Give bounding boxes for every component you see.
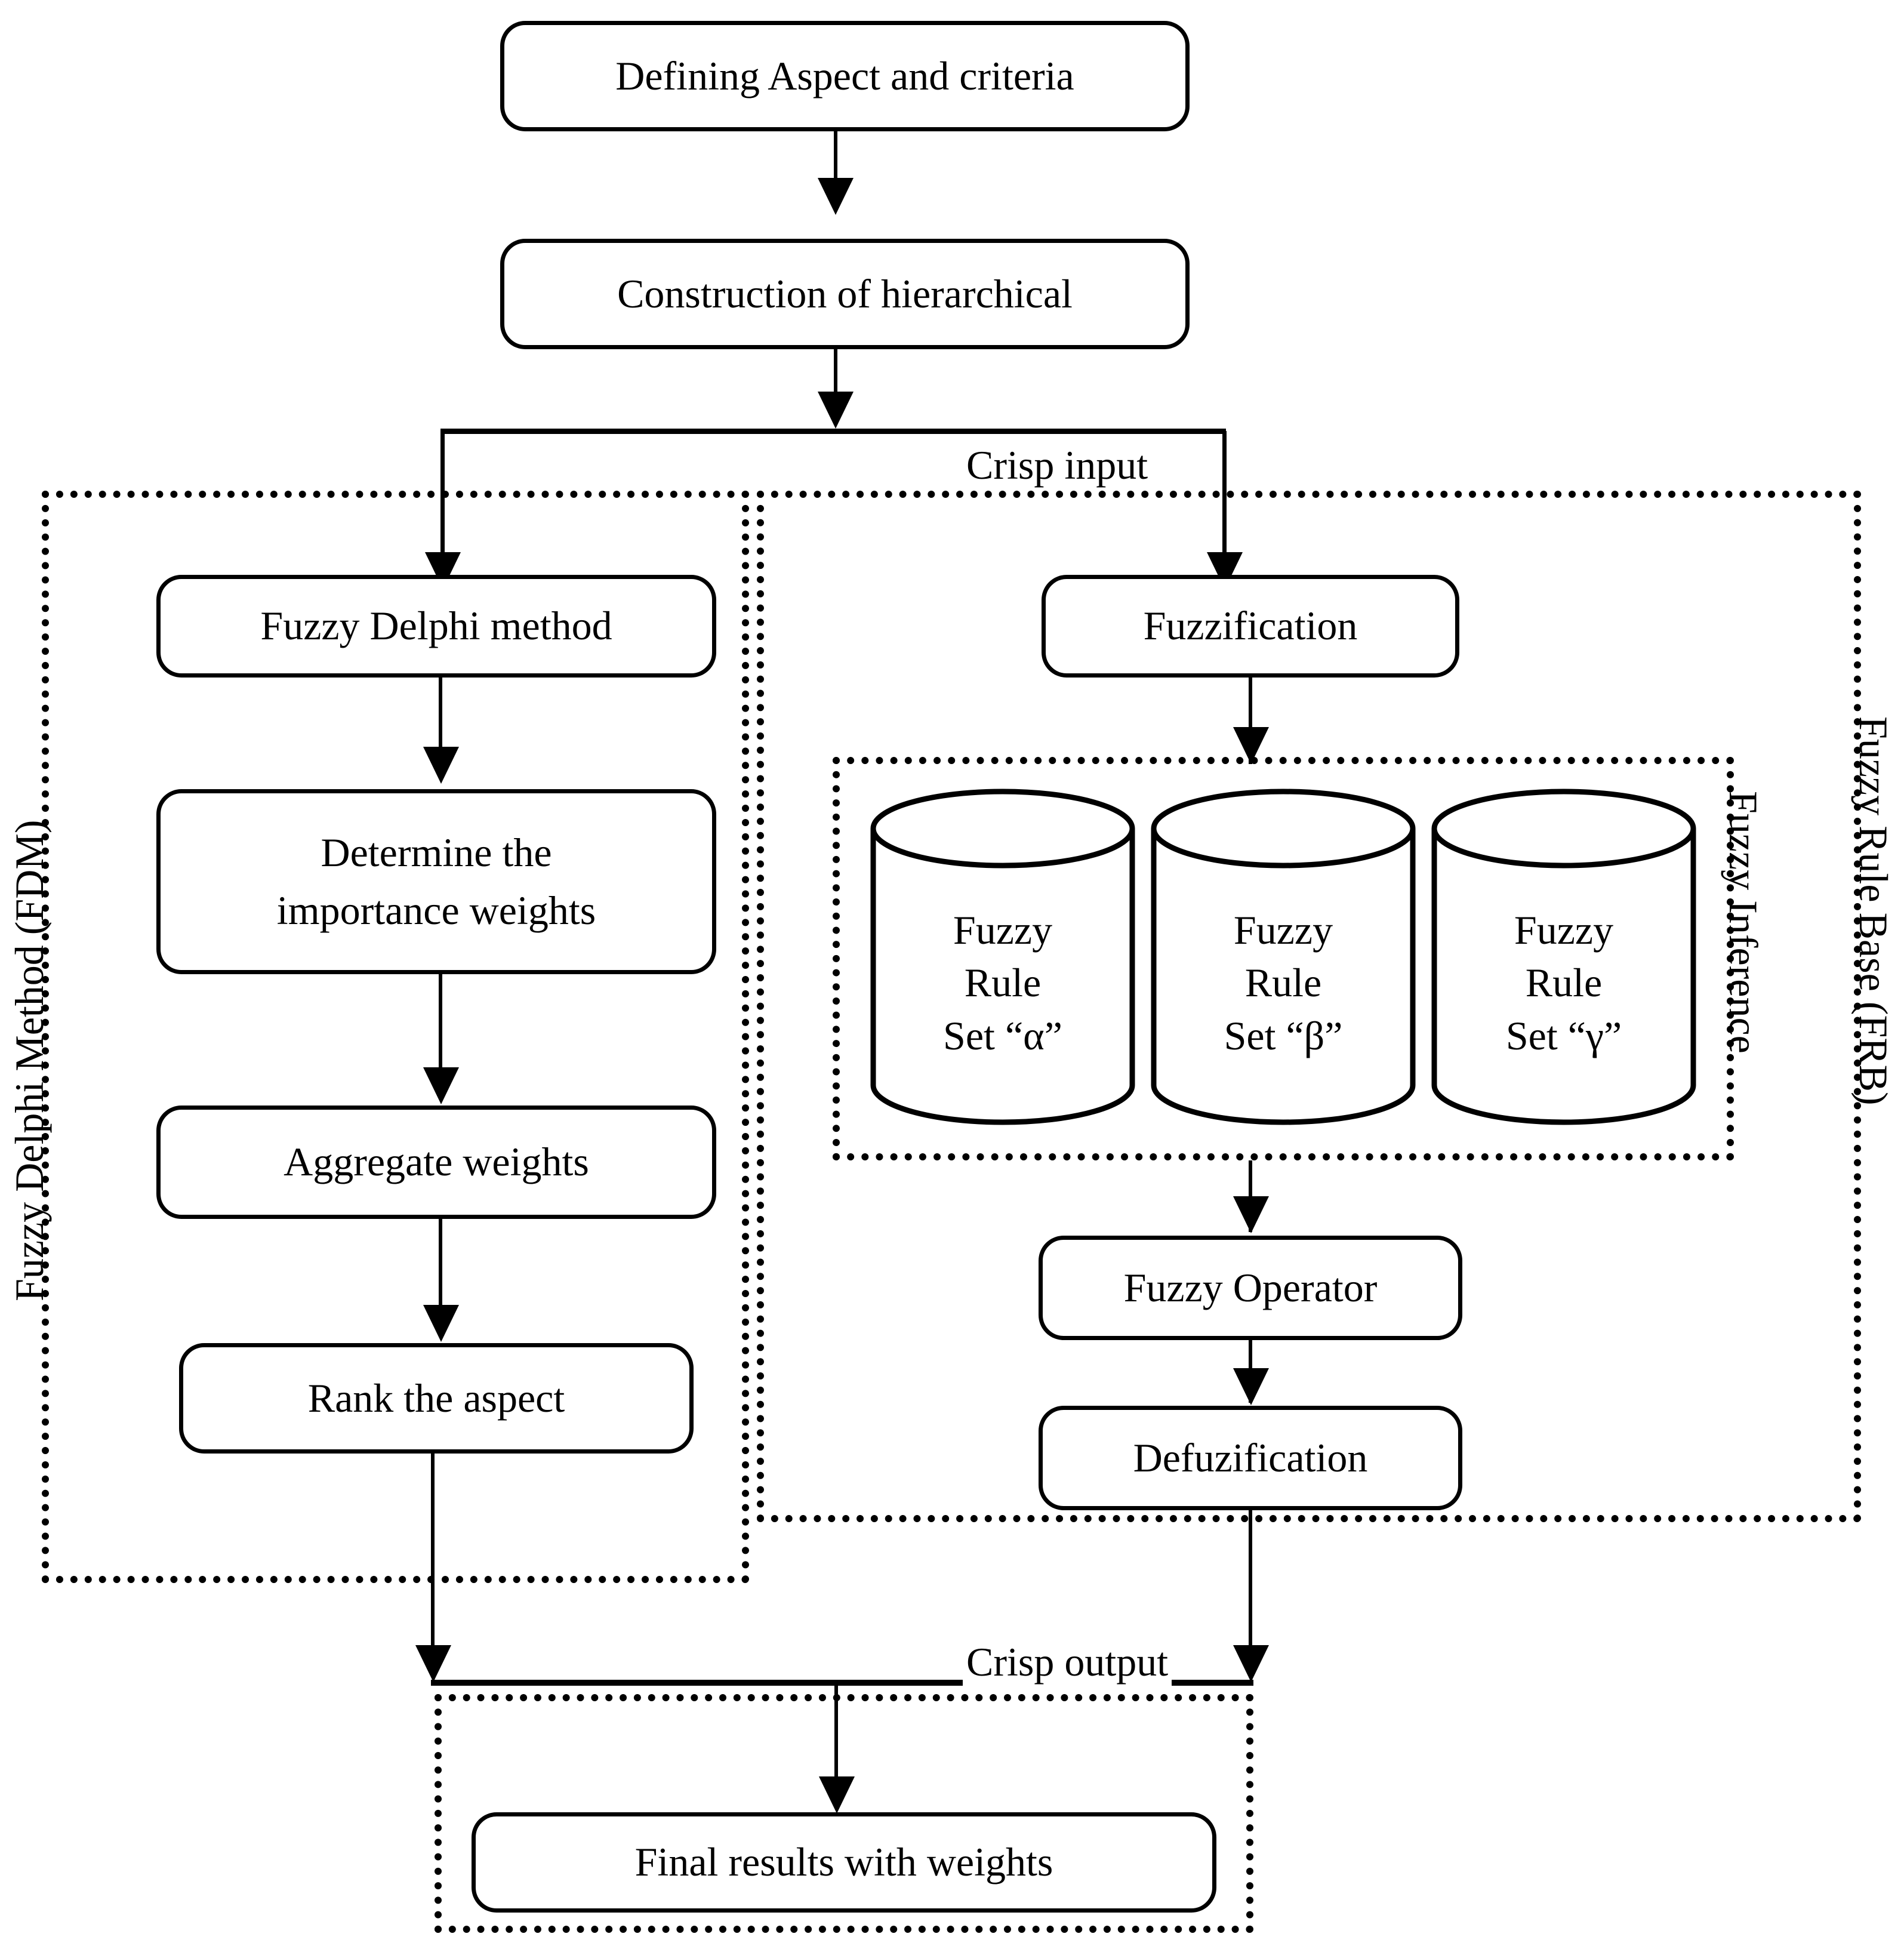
arrowhead-to-defuzification xyxy=(1233,1368,1269,1405)
arrowhead-to-fuzzy-operator xyxy=(1233,1196,1269,1233)
edge-aggregate-to-rank xyxy=(439,1219,442,1313)
edge-fuzzification-to-rule-sets xyxy=(1249,678,1252,764)
arrowhead-to-construction xyxy=(818,178,854,215)
arrowhead-right-to-merge-bar xyxy=(1233,1645,1269,1682)
cylinder-fuzzy-rule-set-gamma[interactable]: Fuzzy Rule Set “γ” xyxy=(1429,787,1698,1127)
arrowhead-to-split-bar xyxy=(818,392,854,429)
edge-split-right-branch xyxy=(1222,431,1227,561)
node-defuzification[interactable]: Defuzification xyxy=(1039,1406,1462,1510)
cylinder-fuzzy-rule-set-beta[interactable]: Fuzzy Rule Set “β” xyxy=(1149,787,1418,1127)
node-final-results-with-weights[interactable]: Final results with weights xyxy=(472,1812,1216,1913)
group-fuzzy-inference xyxy=(833,757,1734,1160)
label-crisp-input: Crisp input xyxy=(963,442,1152,489)
node-fuzzy-operator[interactable]: Fuzzy Operator xyxy=(1039,1236,1462,1340)
edge-fdm-to-determine-weights xyxy=(439,678,442,755)
edge-defining-to-construction xyxy=(834,131,837,186)
edge-rank-to-merge-bar xyxy=(431,1454,435,1651)
label-crisp-output: Crisp output xyxy=(963,1639,1172,1686)
split-bar-crisp-input xyxy=(440,429,1226,434)
edge-merge-bar-to-final-results xyxy=(834,1685,838,1809)
node-construction-of-hierarchical[interactable]: Construction of hierarchical xyxy=(500,239,1190,349)
arrowhead-to-determine-weights xyxy=(423,747,459,784)
node-fuzzy-delphi-method[interactable]: Fuzzy Delphi method xyxy=(156,575,716,678)
edge-defuzification-to-merge-bar xyxy=(1249,1510,1252,1652)
group-label-fuzzy-delphi-method: Fuzzy Delphi Method (FDM) xyxy=(7,820,52,1301)
group-fuzzy-delphi-method xyxy=(42,491,749,1583)
arrowhead-to-fuzzy-rule-sets xyxy=(1233,727,1269,764)
edge-determine-to-aggregate xyxy=(439,974,442,1076)
arrowhead-to-final-results xyxy=(819,1776,855,1813)
group-label-fuzzy-rule-base: Fuzzy Rule Base (FRB) xyxy=(1851,716,1896,1106)
node-defining-aspect-and-criteria[interactable]: Defining Aspect and criteria xyxy=(500,21,1190,131)
merge-bar-crisp-output xyxy=(431,1680,1253,1686)
node-fuzzification[interactable]: Fuzzification xyxy=(1042,575,1459,678)
group-label-fuzzy-inference: Fuzzy Inference xyxy=(1721,791,1766,1054)
node-rank-the-aspect[interactable]: Rank the aspect xyxy=(179,1343,694,1454)
cylinder-fuzzy-rule-set-alpha[interactable]: Fuzzy Rule Set “α” xyxy=(868,787,1137,1127)
edge-construction-to-split xyxy=(834,349,837,396)
node-determine-importance-weights[interactable]: Determine the importance weights xyxy=(156,789,716,974)
determine-weights-line-1: Determine the xyxy=(321,830,552,876)
determine-weights-line-2: importance weights xyxy=(276,888,596,933)
arrowhead-to-rank-aspect xyxy=(423,1305,459,1342)
arrowhead-to-aggregate-weights xyxy=(423,1067,459,1104)
node-aggregate-weights[interactable]: Aggregate weights xyxy=(156,1106,716,1219)
group-final-results xyxy=(435,1694,1253,1933)
arrowhead-left-to-merge-bar xyxy=(415,1645,451,1682)
edge-split-left-branch xyxy=(440,431,445,561)
group-fuzzy-rule-base xyxy=(757,491,1861,1522)
